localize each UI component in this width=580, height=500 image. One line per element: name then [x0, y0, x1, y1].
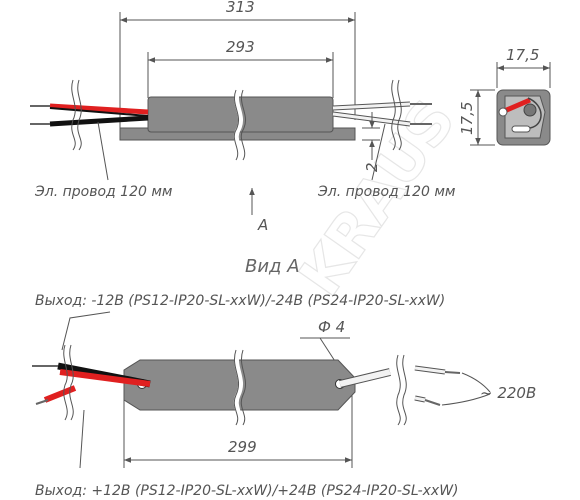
dim-body: 293 — [226, 38, 255, 56]
output-minus-label: Выход: -12В (PS12-IP20-SL-xxW)/-24В (PS2… — [35, 293, 445, 309]
input-voltage: ~ 220В — [480, 384, 536, 402]
top-view: 313 293 2 — [30, 0, 456, 234]
wire-white-view-a — [339, 369, 391, 387]
view-a: Вид А Выход: -12В (PS12-IP20-SL-xxW)/-24… — [32, 256, 536, 499]
side-dim-width: 17,5 — [506, 46, 539, 64]
view-a-title: Вид А — [245, 256, 300, 277]
side-view: 17,5 17,5 — [458, 46, 551, 146]
dim-length: 299 — [228, 438, 257, 456]
wire-red-left — [49, 103, 149, 115]
wire-white-right-1 — [332, 102, 411, 110]
view-marker: A — [257, 216, 268, 234]
wire-length-right: Эл. провод 120 мм — [317, 184, 456, 200]
wire-length-left: Эл. провод 120 мм — [34, 184, 173, 200]
output-plus-label: Выход: +12В (PS12-IP20-SL-xxW)/+24В (PS2… — [35, 483, 459, 499]
dim-height: 2 — [363, 162, 381, 172]
wire-black-left — [49, 115, 149, 127]
dim-overall: 313 — [226, 0, 255, 16]
hole-dim: Ф 4 — [318, 318, 345, 336]
side-dim-height: 17,5 — [458, 102, 476, 135]
